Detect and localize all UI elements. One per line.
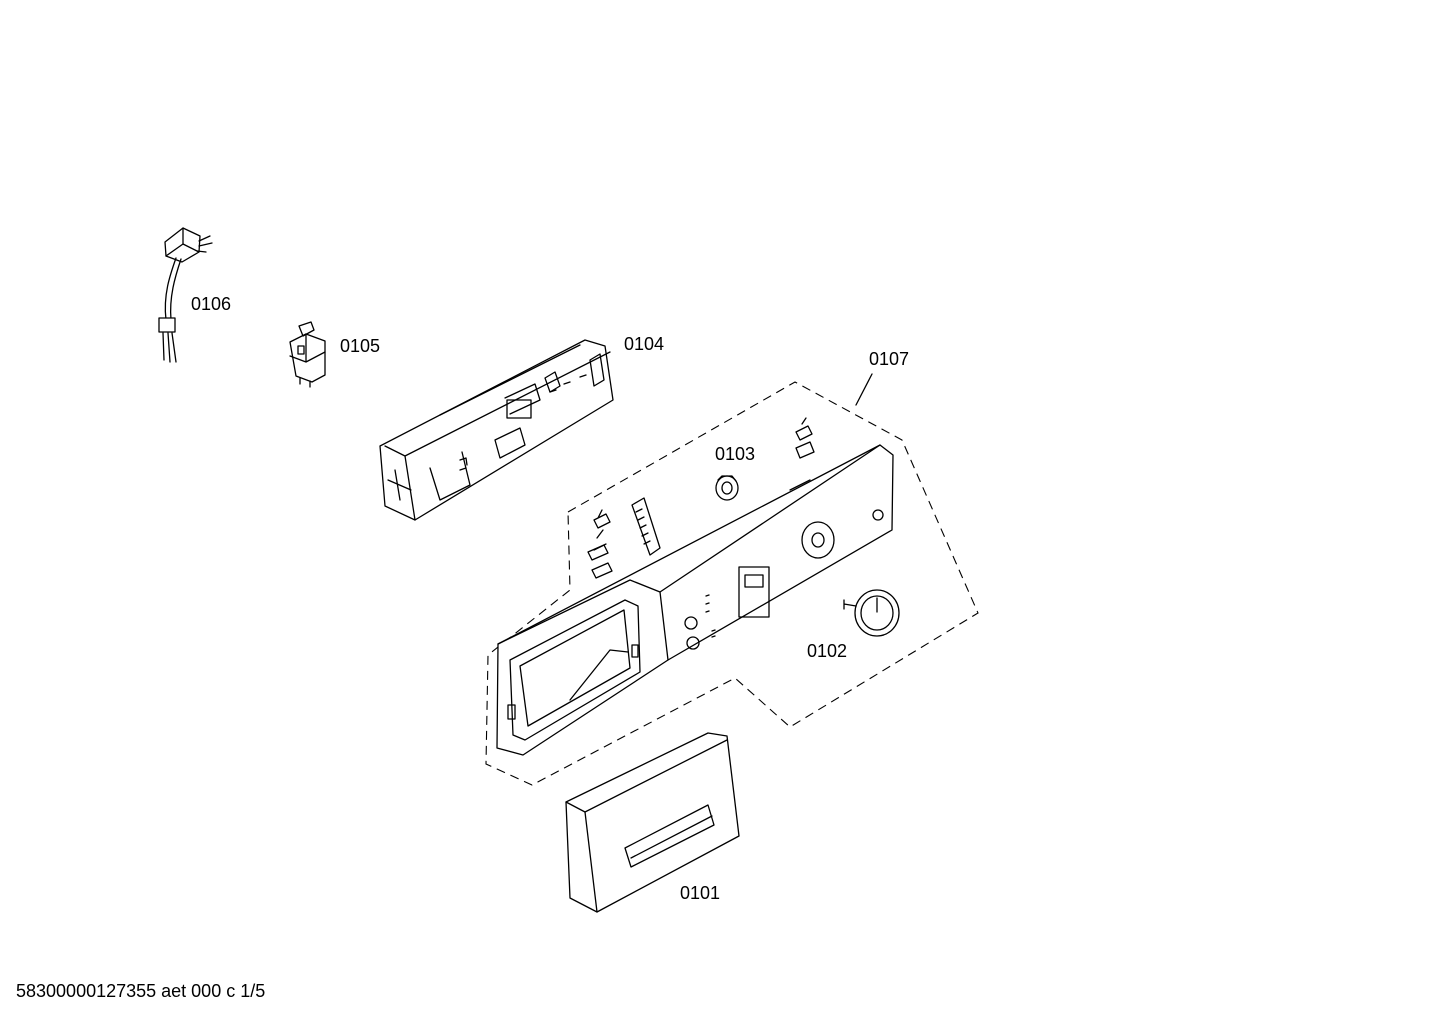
- document-id: 58300000127355 aet 000 c 1/5: [16, 981, 266, 1001]
- suppressor-drawing: [289, 321, 326, 388]
- part-label-0102: 0102: [807, 641, 848, 661]
- programme-knob-drawing: [843, 589, 900, 637]
- part-label-0103: 0103: [715, 444, 756, 464]
- part-label-0107: 0107: [869, 349, 910, 369]
- part-label-0104: 0104: [624, 334, 665, 354]
- leader-line-0107: [855, 373, 873, 406]
- module-carrier-drawing: [379, 339, 614, 521]
- small-knob-drawing: [715, 475, 739, 501]
- part-label-0101: 0101: [680, 883, 721, 903]
- power-cord-drawing: [158, 227, 213, 363]
- drawer-handle-drawing: [565, 732, 740, 913]
- fascia-panel-drawing: [496, 444, 894, 756]
- part-label-0105: 0105: [340, 336, 381, 356]
- part-label-0106: 0106: [191, 294, 232, 314]
- button-parts-drawing: [587, 417, 815, 579]
